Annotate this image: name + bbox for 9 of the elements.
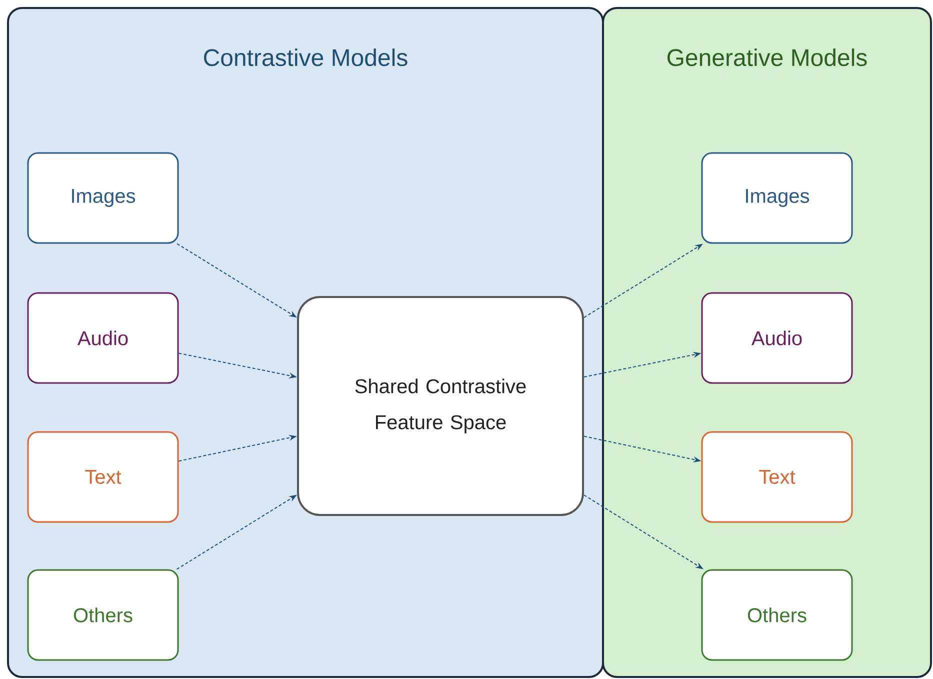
input-box: Audio (701, 292, 853, 384)
input-box: Others (701, 569, 853, 661)
input-box: Images (701, 152, 853, 244)
process-box: Shared Contrastive Feature Space (297, 296, 584, 516)
input-box: Text (27, 431, 179, 523)
input-box: Text (701, 431, 853, 523)
input-box: Others (27, 569, 179, 661)
input-box: Images (27, 152, 179, 244)
input-box: Audio (27, 292, 179, 384)
